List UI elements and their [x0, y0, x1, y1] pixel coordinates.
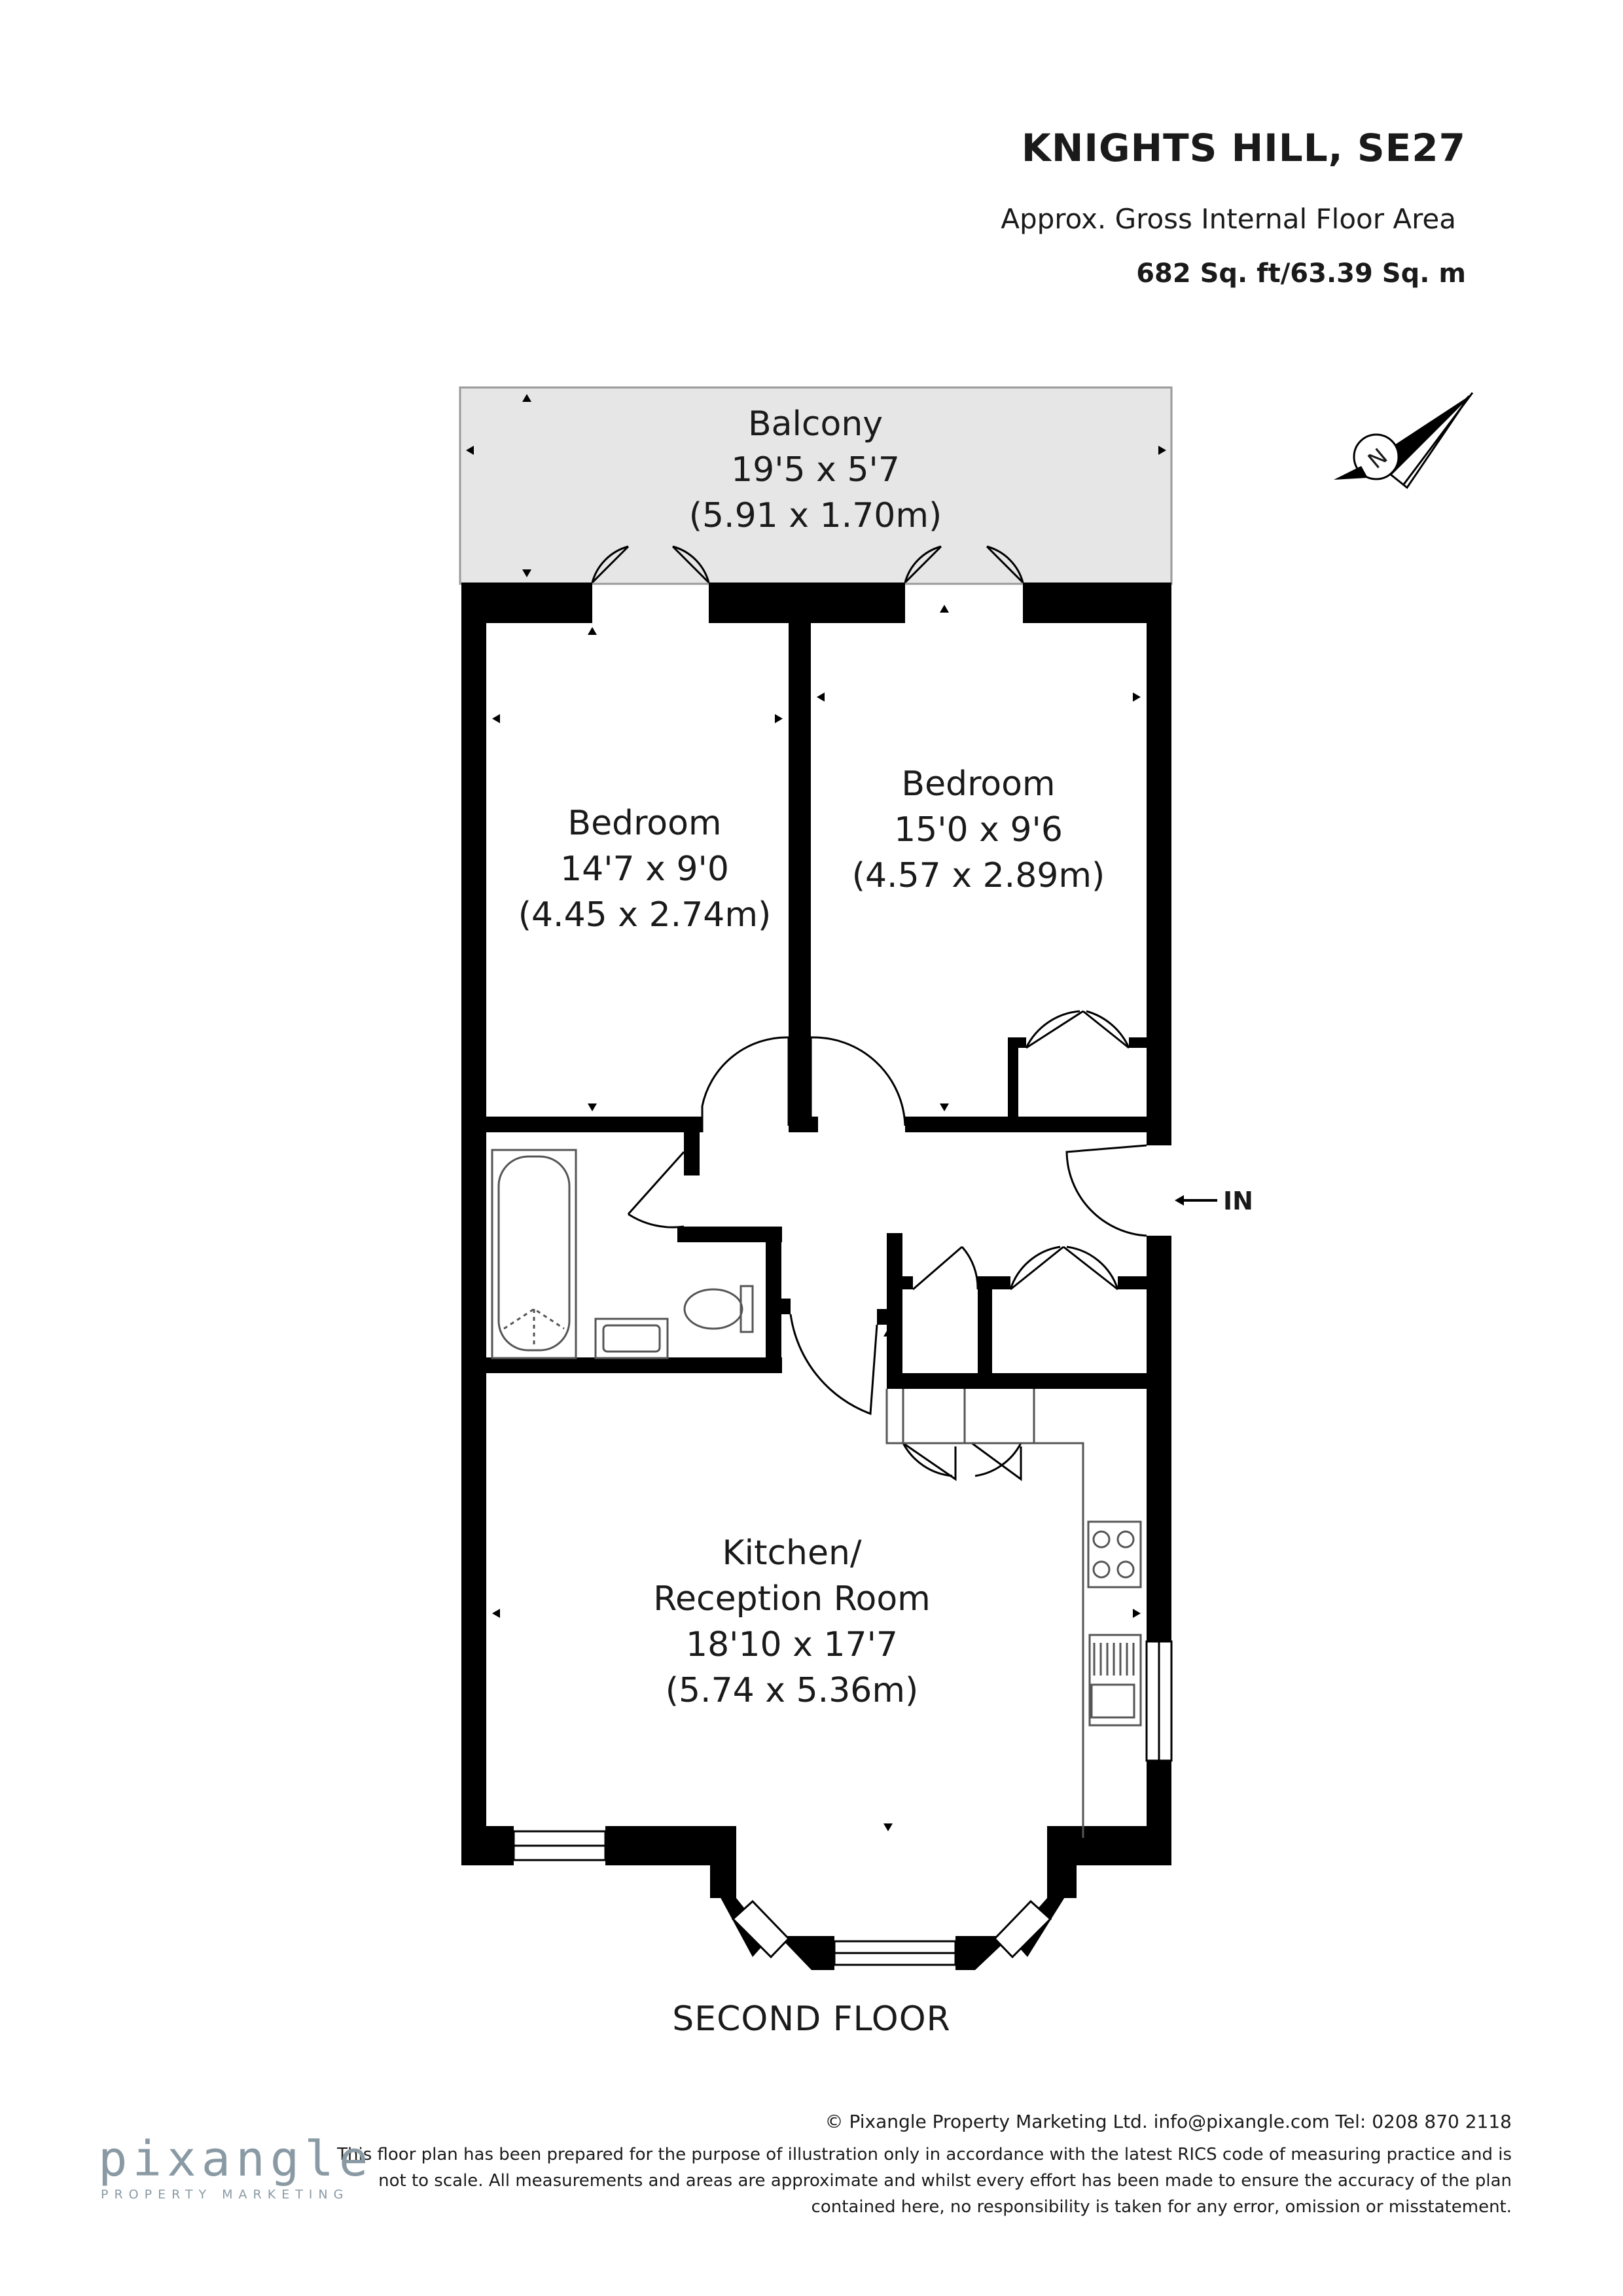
fixtures: [491, 1149, 1142, 1838]
balcony-area: [459, 386, 1173, 585]
walls: [461, 583, 1171, 1970]
kitchen-metric: (5.74 x 5.36m): [666, 1671, 919, 1710]
entrance-label: IN: [1223, 1187, 1253, 1215]
balcony-imperial: 19'5 x 5'7: [731, 450, 900, 490]
balcony-name: Balcony: [748, 404, 883, 444]
plan-title: KNIGHTS HILL, SE27: [1021, 126, 1466, 170]
balcony-metric: (5.91 x 1.70m): [689, 496, 942, 535]
kitchen-name-line1: Kitchen/: [722, 1534, 862, 1573]
bedroom-2-name: Bedroom: [901, 764, 1055, 804]
copyright-line: © Pixangle Property Marketing Ltd. info@…: [825, 2111, 1512, 2132]
area-value: 682 Sq. ft/63.39 Sq. m: [1136, 259, 1466, 289]
room-label-kitchen: Kitchen/ Reception Room 18'10 x 17'7 (5.…: [653, 1534, 931, 1710]
door-swings: [591, 545, 1147, 1481]
area-label: Approx. Gross Internal Floor Area: [1001, 203, 1456, 235]
bedroom-1-name: Bedroom: [567, 804, 721, 843]
room-label-balcony: Balcony 19'5 x 5'7 (5.91 x 1.70m): [689, 404, 942, 535]
entrance-arrow: [1175, 1195, 1217, 1206]
bedroom-2-metric: (4.57 x 2.89m): [852, 856, 1105, 895]
disclaimer-text: This floor plan has been prepared for th…: [337, 2145, 1512, 2217]
kitchen-name-line2: Reception Room: [653, 1579, 931, 1619]
logo-wordmark: pixangle: [98, 2131, 374, 2187]
bedroom-2-imperial: 15'0 x 9'6: [894, 810, 1063, 850]
bedroom-1-metric: (4.45 x 2.74m): [518, 895, 772, 935]
logo-tagline: PROPERTY MARKETING: [101, 2187, 349, 2202]
bedroom-1-imperial: 14'7 x 9'0: [560, 850, 729, 889]
room-label-bedroom-1: Bedroom 14'7 x 9'0 (4.45 x 2.74m): [518, 804, 772, 935]
dimension-markers: [466, 394, 1166, 1831]
room-label-bedroom-2: Bedroom 15'0 x 9'6 (4.57 x 2.89m): [852, 764, 1105, 895]
kitchen-imperial: 18'10 x 17'7: [686, 1625, 898, 1664]
compass-icon: [1334, 392, 1474, 490]
windows: [512, 1640, 1173, 1966]
floor-name: SECOND FLOOR: [672, 2000, 951, 2039]
pixangle-logo: pixangle PROPERTY MARKETING: [98, 2131, 374, 2202]
